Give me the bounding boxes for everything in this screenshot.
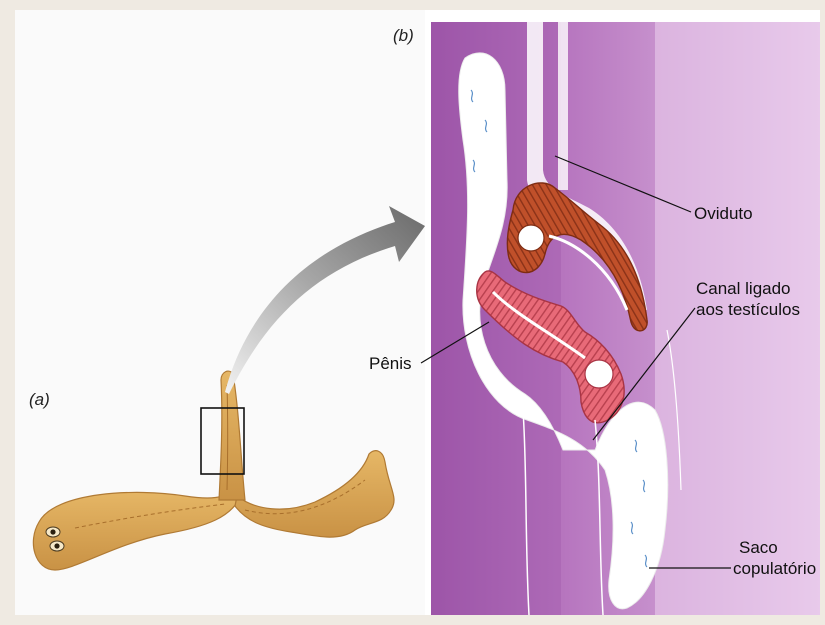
panel-a-label: (a) (29, 390, 50, 410)
panel-b-label: (b) (393, 26, 414, 46)
label-oviduto: Oviduto (694, 203, 753, 224)
label-saco-line2: copulatório (733, 558, 816, 579)
label-canal: Canal ligado aos testículos (696, 278, 800, 320)
label-penis: Pênis (369, 353, 412, 374)
label-canal-line1: Canal ligado (696, 278, 800, 299)
slide: (a) (b) Oviduto Canal ligado aos testícu… (15, 10, 820, 615)
label-saco-line1: Saco (733, 537, 816, 558)
label-canal-line2: aos testículos (696, 299, 800, 320)
label-saco: Saco copulatório (733, 537, 816, 579)
